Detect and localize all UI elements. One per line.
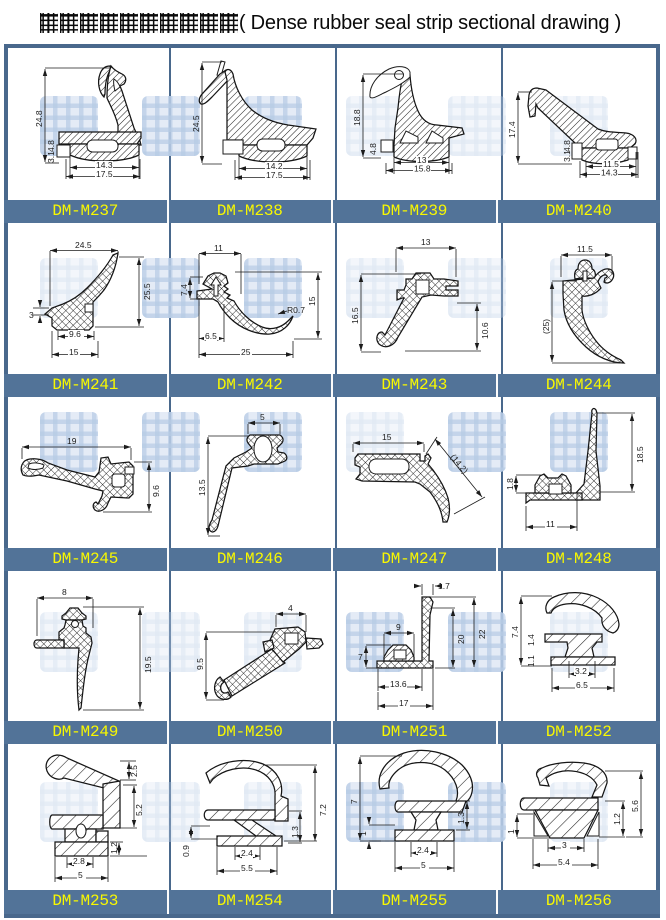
svg-text:17: 17 xyxy=(399,698,409,708)
svg-text:4.8: 4.8 xyxy=(368,143,378,155)
svg-text:24.8: 24.8 xyxy=(34,110,44,127)
svg-text:13.5: 13.5 xyxy=(197,479,207,496)
svg-text:1.3: 1.3 xyxy=(456,812,466,824)
svg-text:8: 8 xyxy=(62,587,67,597)
svg-text:13.6: 13.6 xyxy=(390,679,407,689)
svg-text:14.3: 14.3 xyxy=(601,168,618,178)
svg-text:18.5: 18.5 xyxy=(635,446,645,463)
svg-text:5.6: 5.6 xyxy=(630,800,640,812)
svg-text:(14.2): (14.2) xyxy=(448,452,470,476)
svg-text:1.1: 1.1 xyxy=(526,655,536,667)
svg-text:19: 19 xyxy=(67,436,77,446)
svg-text:9.5: 9.5 xyxy=(195,658,205,670)
svg-text:3: 3 xyxy=(562,840,567,850)
svg-text:7: 7 xyxy=(349,799,359,804)
svg-text:1: 1 xyxy=(506,829,516,834)
svg-text:9.6: 9.6 xyxy=(151,485,161,497)
svg-text:25: 25 xyxy=(241,347,251,357)
svg-text:7.4: 7.4 xyxy=(510,626,520,638)
svg-text:7: 7 xyxy=(358,652,363,662)
svg-text:1.3: 1.3 xyxy=(290,826,300,838)
svg-text:25.5: 25.5 xyxy=(142,283,152,300)
svg-text:2.8: 2.8 xyxy=(73,856,85,866)
svg-text:0.9: 0.9 xyxy=(181,845,191,857)
svg-text:5.5: 5.5 xyxy=(241,863,253,873)
svg-text:5.2: 5.2 xyxy=(134,804,144,816)
svg-text:13: 13 xyxy=(417,155,427,165)
svg-text:22: 22 xyxy=(477,629,487,639)
svg-text:24.5: 24.5 xyxy=(75,240,92,250)
svg-text:1.7: 1.7 xyxy=(438,581,450,591)
svg-text:3.2: 3.2 xyxy=(575,666,587,676)
svg-text:18.8: 18.8 xyxy=(352,109,362,126)
svg-text:15: 15 xyxy=(382,432,392,442)
svg-text:3.1: 3.1 xyxy=(46,151,56,163)
svg-text:24.5: 24.5 xyxy=(191,115,201,132)
svg-text:20: 20 xyxy=(456,634,466,644)
svg-text:4.8: 4.8 xyxy=(46,140,56,152)
svg-text:17.5: 17.5 xyxy=(96,169,113,179)
svg-text:19.5: 19.5 xyxy=(143,656,153,673)
svg-text:15: 15 xyxy=(307,296,317,306)
svg-text:11.5: 11.5 xyxy=(603,159,619,169)
svg-text:1: 1 xyxy=(358,831,368,836)
svg-text:9: 9 xyxy=(396,622,401,632)
svg-text:11.5: 11.5 xyxy=(577,244,593,254)
svg-text:6.5: 6.5 xyxy=(205,331,217,341)
svg-text:14.2: 14.2 xyxy=(266,161,283,171)
svg-text:2.4: 2.4 xyxy=(241,848,253,858)
svg-text:1.4: 1.4 xyxy=(526,634,536,646)
svg-text:3.1: 3.1 xyxy=(562,150,572,162)
svg-text:2.5: 2.5 xyxy=(129,765,139,777)
svg-text:11: 11 xyxy=(546,519,555,529)
svg-text:6.5: 6.5 xyxy=(576,680,588,690)
svg-text:1.2: 1.2 xyxy=(109,842,119,854)
svg-text:14.3: 14.3 xyxy=(96,160,113,170)
svg-text:17.4: 17.4 xyxy=(507,121,517,138)
svg-text:2.4: 2.4 xyxy=(417,845,429,855)
svg-text:3: 3 xyxy=(29,310,34,320)
svg-text:5: 5 xyxy=(421,860,426,870)
svg-text:R0.7: R0.7 xyxy=(287,305,305,315)
svg-text:4: 4 xyxy=(288,603,293,613)
svg-text:9.6: 9.6 xyxy=(69,329,81,339)
svg-text:16.5: 16.5 xyxy=(350,307,360,324)
svg-text:7.4: 7.4 xyxy=(179,284,189,296)
svg-text:1.8: 1.8 xyxy=(505,478,515,490)
svg-text:7.2: 7.2 xyxy=(318,804,328,816)
svg-text:10.6: 10.6 xyxy=(480,322,490,339)
svg-text:17.5: 17.5 xyxy=(266,170,283,180)
svg-text:5: 5 xyxy=(260,412,265,422)
svg-text:15: 15 xyxy=(69,347,79,357)
svg-text:13: 13 xyxy=(421,237,431,247)
svg-text:15.8: 15.8 xyxy=(414,164,431,174)
svg-text:11: 11 xyxy=(214,243,223,253)
svg-text:(25): (25) xyxy=(541,319,551,334)
svg-text:4.8: 4.8 xyxy=(562,140,572,152)
svg-text:5: 5 xyxy=(78,870,83,880)
svg-text:5.4: 5.4 xyxy=(558,857,570,867)
svg-text:1.2: 1.2 xyxy=(612,813,622,825)
